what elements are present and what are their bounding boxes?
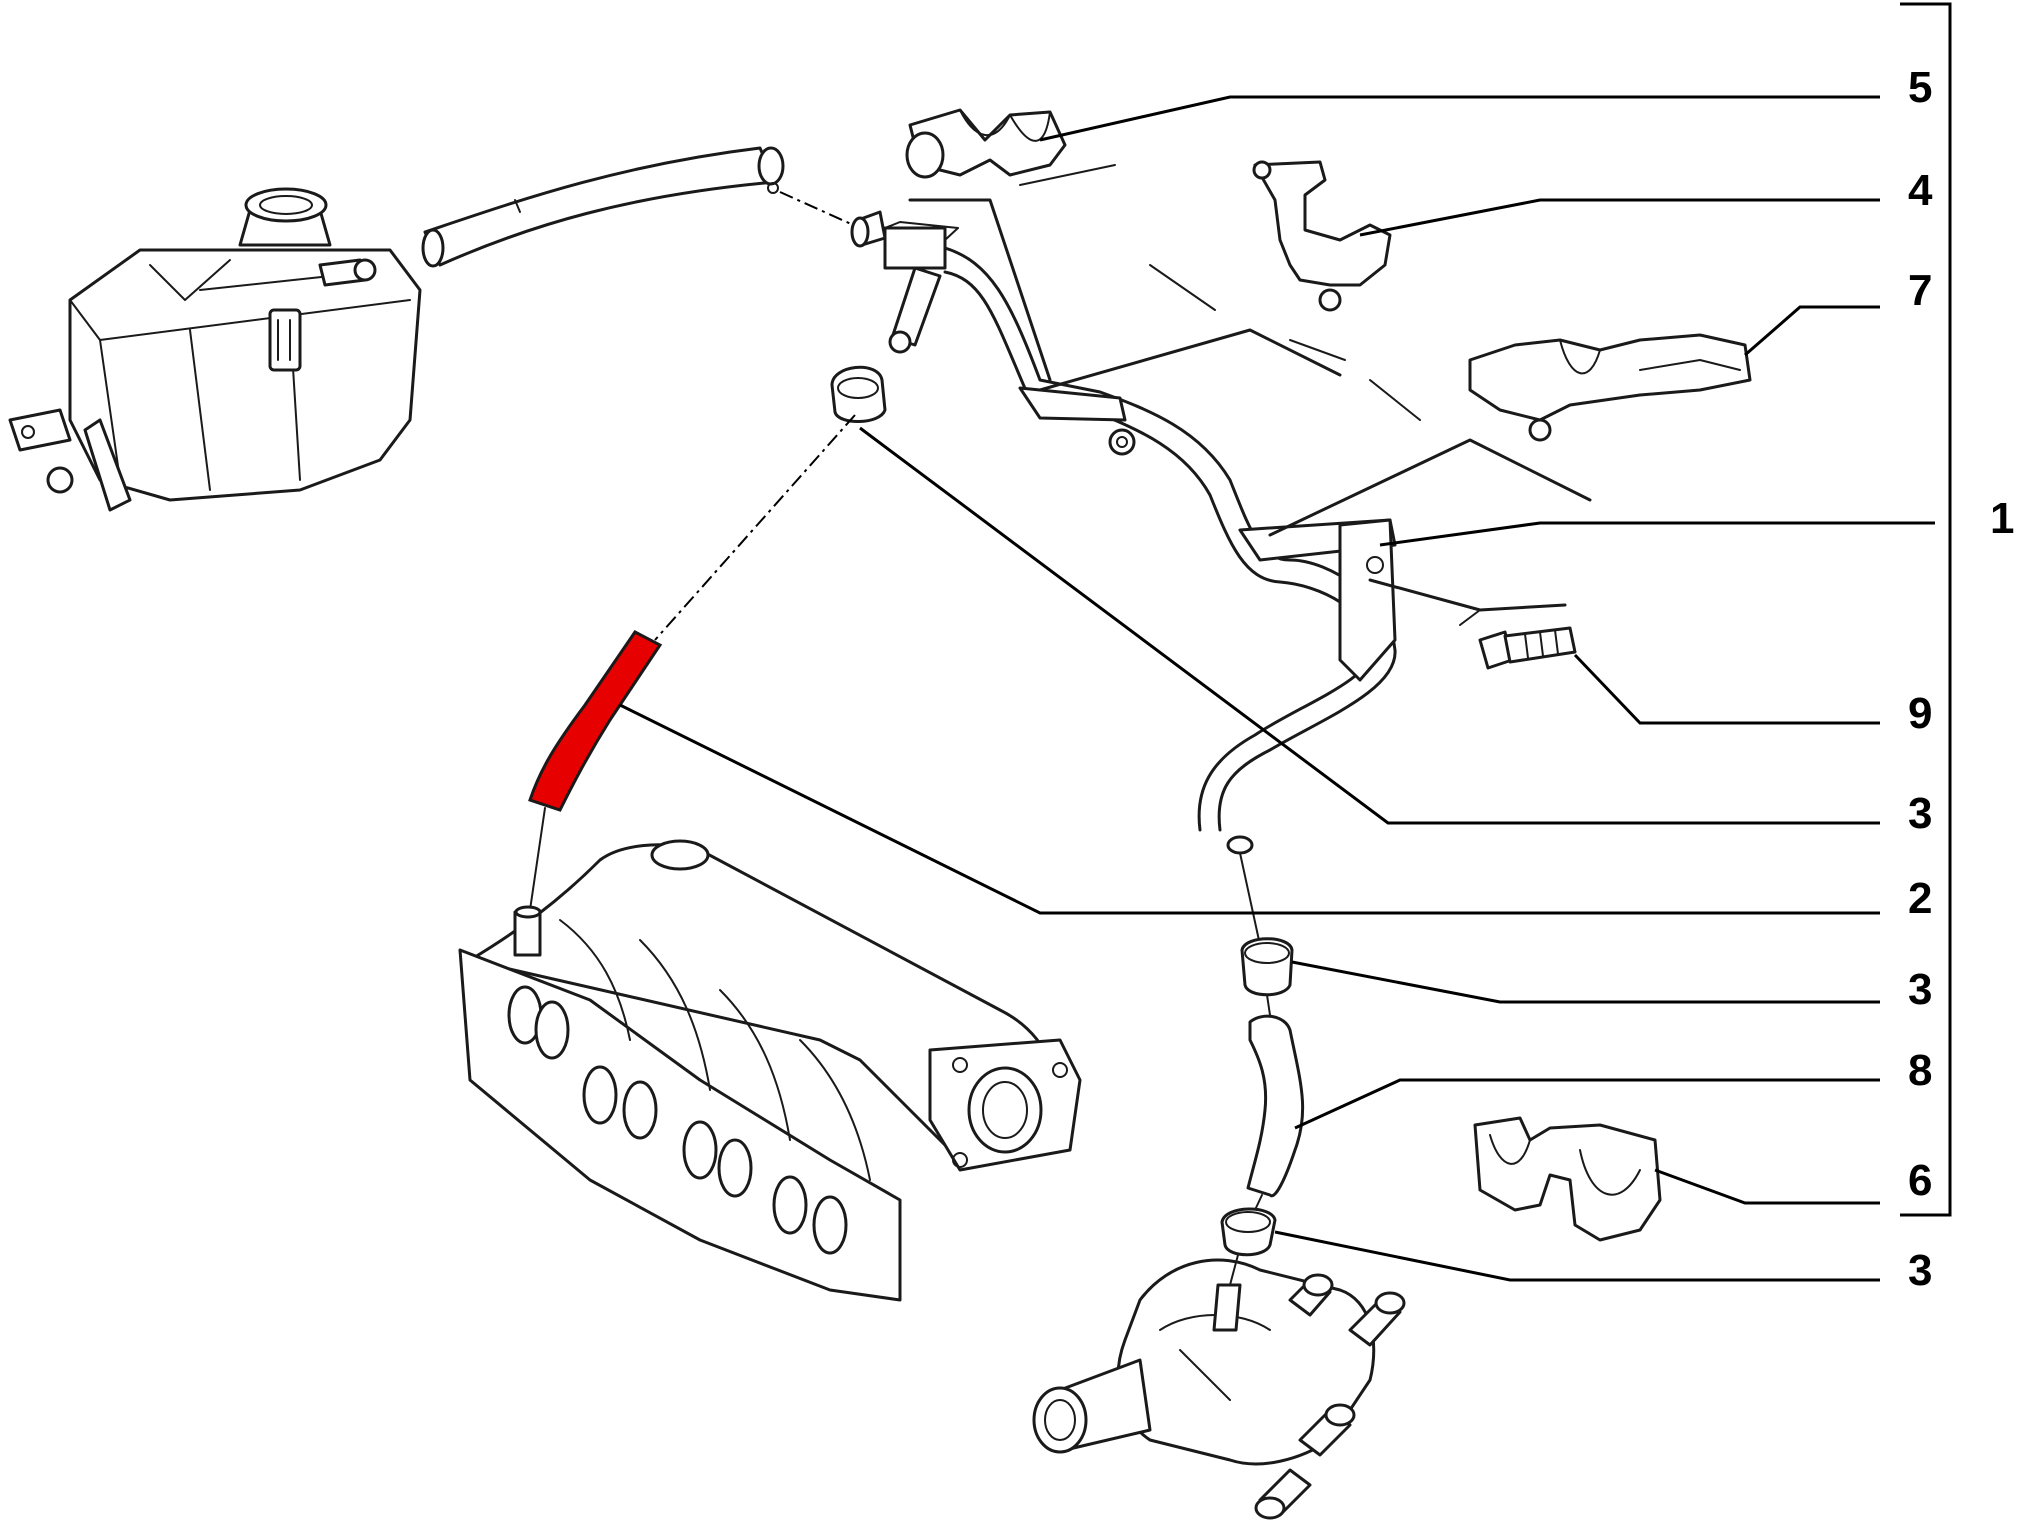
- expansion-tank: [8, 187, 422, 512]
- callout-5: 5: [1908, 63, 1932, 112]
- pipe-clip-6: [1473, 1116, 1662, 1242]
- callout-2: 2: [1908, 874, 1932, 923]
- hose-clamp-lower: [1220, 1207, 1277, 1257]
- thermostat-housing: [1032, 1254, 1406, 1520]
- callout-labels: 5 4 7 1 9 3 2 3 8 6 3: [1908, 63, 2014, 1295]
- leader-lines: [619, 2, 1952, 1282]
- hose-clamp-upper: [830, 365, 887, 423]
- metal-coolant-pipe: [850, 210, 1397, 855]
- bolt-9: [1478, 626, 1577, 670]
- pipe-clip-7: [1468, 333, 1752, 442]
- callout-4: 4: [1908, 166, 1933, 215]
- callout-3-lower: 3: [1908, 1246, 1932, 1295]
- intake-manifold: [458, 839, 1082, 1302]
- callout-7: 7: [1908, 266, 1932, 315]
- callout-9: 9: [1908, 689, 1932, 738]
- pipe-clip-5: [905, 108, 1067, 179]
- callout-3-upper: 3: [1908, 789, 1932, 838]
- callout-3-middle: 3: [1908, 965, 1932, 1014]
- hose-clamp-middle: [1240, 937, 1294, 997]
- bracket-guide-lines: [908, 164, 1592, 626]
- pipe-clip-4: [1252, 160, 1392, 312]
- callout-6: 6: [1908, 1156, 1932, 1205]
- highlighted-hose-2: [528, 630, 663, 812]
- hose-8: [1246, 1014, 1305, 1198]
- tank-upper-hose: [421, 146, 785, 268]
- callout-1: 1: [1990, 494, 2014, 543]
- callout-8: 8: [1908, 1046, 1932, 1095]
